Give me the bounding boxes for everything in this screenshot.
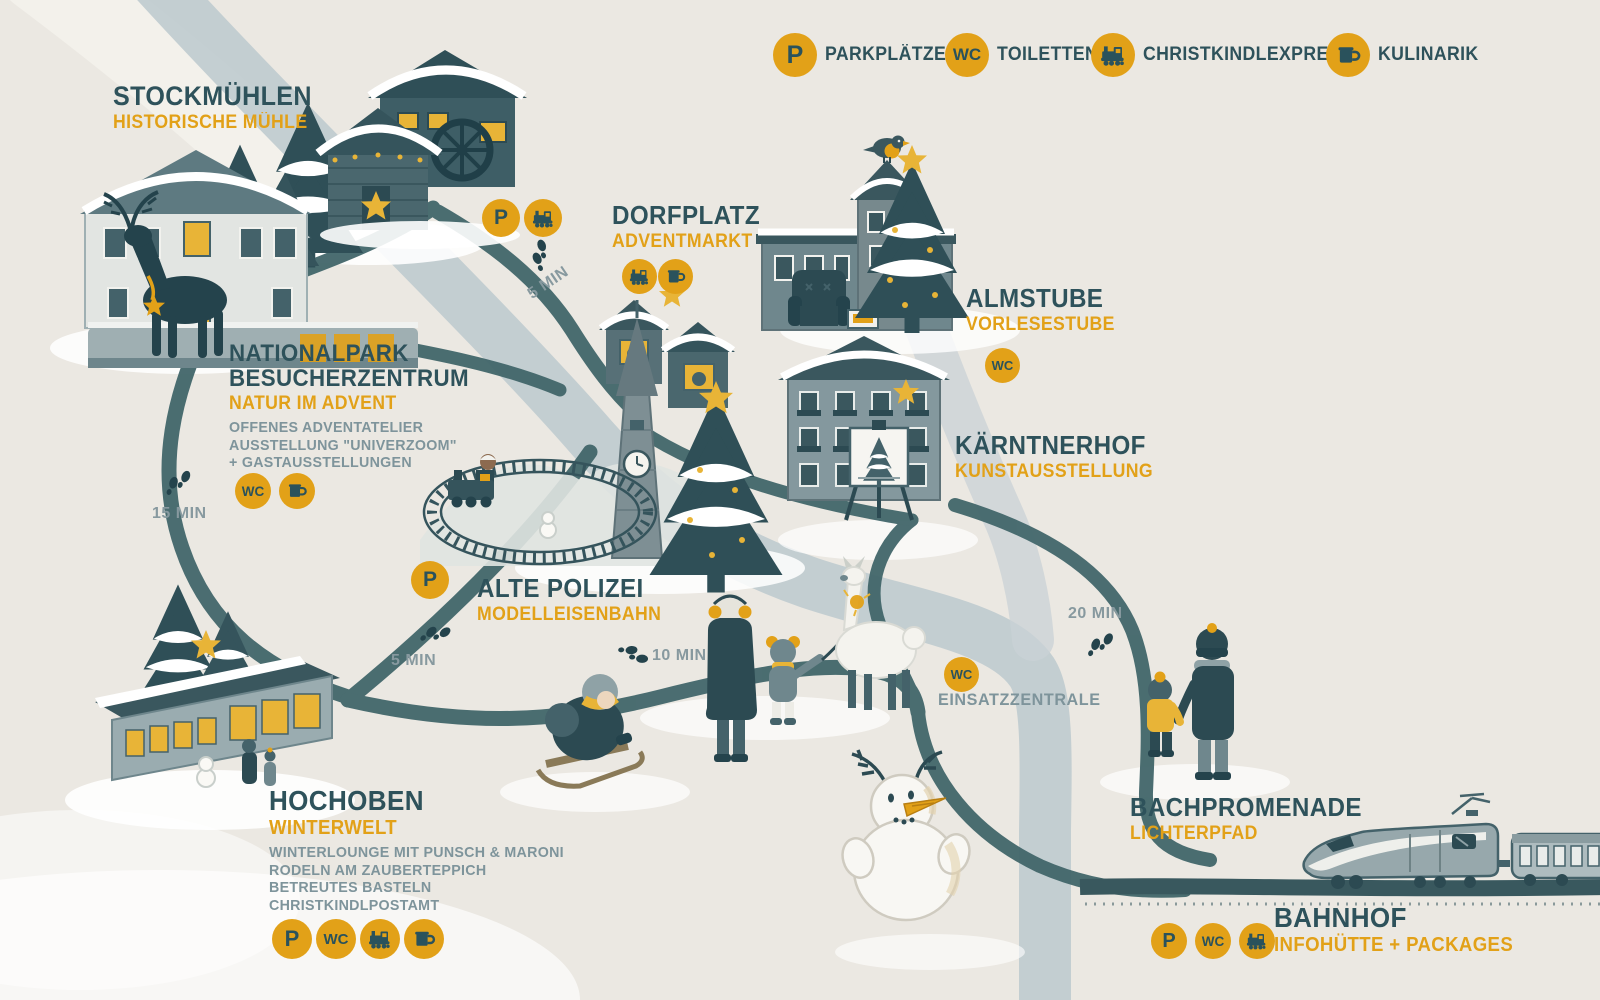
location-subtitle: HISTORISCHE MÜHLE: [113, 112, 308, 134]
church-tower: [610, 300, 664, 559]
location-subtitle: NATUR IM ADVENT: [229, 393, 397, 415]
parking-icon: P: [482, 199, 520, 237]
kaerntnerhof-illustration: [778, 336, 950, 521]
adult-figure: [1173, 623, 1234, 780]
location-subtitle: MODELLEISENBAHN: [477, 604, 662, 626]
location-subtitle: KUNSTAUSSTELLUNG: [955, 461, 1154, 483]
child-figure: [1147, 671, 1184, 757]
location-subtitle: WINTERWELT: [269, 817, 398, 840]
location-title: DORFPLATZ: [612, 200, 760, 230]
label-bahnhof: BAHNHOF INFOHÜTTE + PACKAGES: [1274, 903, 1531, 957]
easel: [844, 420, 914, 521]
label-einsatzzentrale: EINSATZZENTRALE: [938, 690, 1101, 709]
almstube-illustration: [756, 135, 969, 333]
llama: [835, 556, 926, 710]
model-railway: [422, 454, 658, 566]
walktime-dorfplatz-einsatzzentrale: 10 MIN: [652, 647, 707, 664]
wc-icon: WC: [316, 919, 356, 959]
legend-label-toiletten: TOILETTEN: [997, 44, 1099, 65]
location-details: WINTERLOUNGE MIT PUNSCH & MARONI RODELN …: [269, 844, 564, 914]
dorfplatz-illustration: [420, 282, 783, 593]
label-dorfplatz: DORFPLATZ ADVENTMARKT: [612, 200, 771, 253]
train-icon: [622, 259, 657, 294]
location-title: HOCHOBEN: [269, 785, 424, 816]
location-title: STOCKMÜHLEN: [113, 81, 312, 111]
location-title: ALTE POLIZEI: [477, 573, 644, 603]
hochoben-illustration: [95, 584, 340, 788]
rail-line: [1079, 878, 1600, 906]
legend-label-parkplaetze: PARKPLÄTZE: [825, 44, 947, 65]
location-title: ALMSTUBE: [966, 283, 1104, 313]
location-subtitle: INFOHÜTTE + PACKAGES: [1274, 934, 1514, 957]
wc-icon: WC: [985, 348, 1020, 383]
family-with-llama: [705, 556, 926, 762]
wc-icon: WC: [235, 473, 271, 509]
robin-bird: [863, 135, 910, 163]
wc-icon: WC: [1195, 923, 1231, 959]
label-nationalpark: NATIONALPARK BESUCHERZENTRUM NATUR IM AD…: [229, 341, 479, 472]
location-details: OFFENES ADVENTATELIER AUSSTELLUNG "UNIVE…: [229, 419, 457, 472]
parking-icon: P: [411, 561, 449, 599]
mug-icon: [279, 473, 315, 509]
mug-icon: [1326, 33, 1370, 77]
label-stockmuehlen: STOCKMÜHLEN HISTORISCHE MÜHLE: [113, 82, 327, 134]
label-alte-polizei: ALTE POLIZEI MODELLEISENBAHN: [477, 573, 675, 626]
sled-child: [535, 674, 645, 789]
wc-icon: WC: [945, 33, 989, 77]
location-title: NATIONALPARK BESUCHERZENTRUM: [229, 340, 469, 393]
parking-icon: P: [1151, 923, 1187, 959]
christkindl-express-train: [1302, 792, 1600, 889]
train-icon: [524, 199, 562, 237]
location-subtitle: LICHTERPFAD: [1130, 823, 1258, 845]
walktime-kaerntnerhof-bachpromenade: 20 MIN: [1068, 605, 1123, 622]
stockmuehlen-illustration: [252, 50, 527, 268]
small-figures: [242, 739, 276, 786]
label-bachpromenade: BACHPROMENADE LICHTERPFAD: [1130, 792, 1379, 845]
legend-label-kulinarik: KULINARIK: [1378, 44, 1479, 65]
train-icon: [1239, 923, 1275, 959]
snowman: [841, 749, 971, 922]
footprints-icon: [161, 465, 198, 504]
walktime-nationalpark-hochoben: 15 MIN: [152, 505, 207, 522]
location-subtitle: VORLESESTUBE: [966, 314, 1115, 336]
mug-icon: [404, 919, 444, 959]
promenade-pair: [1147, 623, 1234, 780]
deer: [103, 190, 227, 358]
train-icon: [360, 919, 400, 959]
label-kaerntnerhof: KÄRNTNERHOF KUNSTAUSSTELLUNG: [955, 430, 1168, 483]
mug-icon: [658, 259, 693, 294]
location-title: KÄRNTNERHOF: [955, 430, 1146, 460]
label-almstube: ALMSTUBE VORLESESTUBE: [966, 283, 1126, 336]
nationalpark-illustration: [80, 144, 418, 368]
parking-icon: P: [773, 33, 817, 77]
walktime-hochoben-alte-polizei: 5 MIN: [391, 652, 437, 669]
location-title: BACHPROMENADE: [1130, 792, 1362, 822]
label-hochoben: HOCHOBEN WINTERWELT WINTERLOUNGE MIT PUN…: [269, 786, 579, 914]
location-subtitle: ADVENTMARKT: [612, 231, 753, 253]
parking-icon: P: [272, 919, 312, 959]
legend-label-christkindlexpress: CHRISTKINDLEXPRESS: [1143, 44, 1353, 65]
train-icon: [1091, 33, 1135, 77]
location-title: BAHNHOF: [1274, 902, 1407, 933]
parking-badge-letter: P: [786, 40, 804, 69]
wc-icon: WC: [944, 657, 979, 692]
wc-badge-letters: WC: [952, 45, 982, 64]
